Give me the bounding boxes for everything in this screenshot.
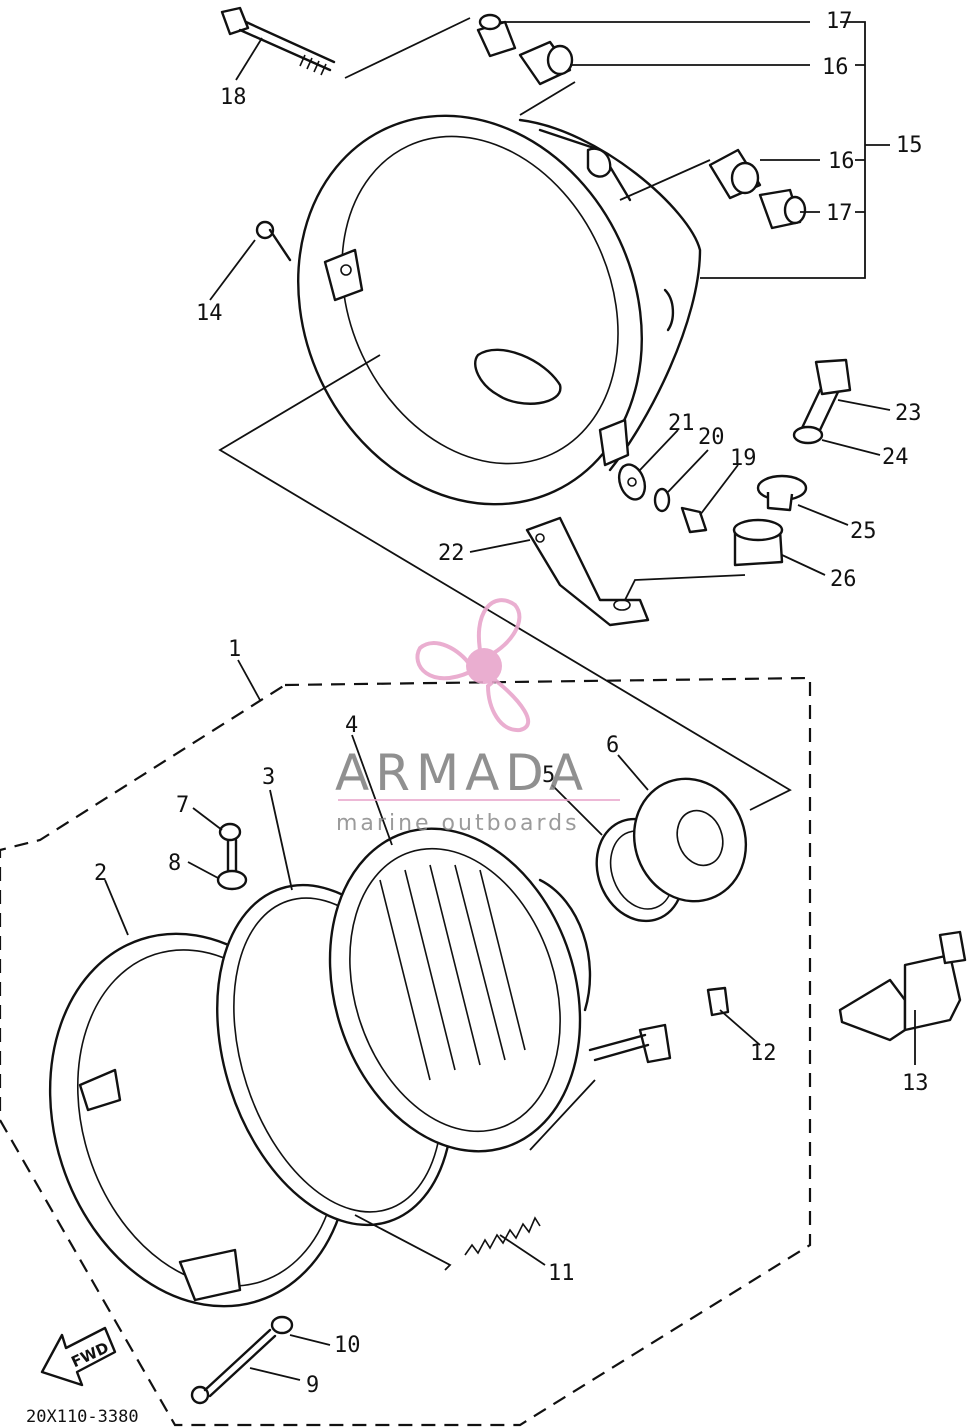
callout-26: 26	[830, 567, 857, 592]
callout-7: 7	[176, 793, 189, 818]
callout-6: 6	[606, 733, 619, 758]
washer-21	[617, 463, 647, 501]
fwd-arrow-icon: FWD	[40, 1326, 117, 1387]
collar-17-side	[758, 188, 807, 230]
washer-24	[792, 425, 824, 445]
callout-22: 22	[438, 541, 465, 566]
adjuster-12	[588, 986, 730, 1064]
callout-5: 5	[542, 763, 555, 788]
callout-2: 2	[94, 861, 107, 886]
damper-26	[732, 518, 784, 567]
washer-20	[653, 487, 671, 513]
nut-8	[216, 869, 248, 891]
callout-16: 16	[828, 149, 855, 174]
headlight-shell	[297, 114, 702, 506]
screw-7	[218, 822, 242, 872]
callout-20: 20	[698, 425, 725, 450]
callout-16: 16	[822, 55, 849, 80]
watermark-brand: ARMADA	[335, 744, 589, 802]
callout-13: 13	[902, 1071, 929, 1096]
nut-10	[270, 1315, 294, 1335]
bolt-23	[800, 358, 852, 432]
callout-4: 4	[345, 713, 358, 738]
callout-18: 18	[220, 85, 247, 110]
callout-1: 1	[228, 637, 241, 662]
callout-9: 9	[306, 1373, 319, 1398]
spring-11	[464, 1216, 541, 1256]
callout-8: 8	[168, 851, 181, 876]
callout-labels: 17 16 16 17 15 18 14 21 20 19 23 24 25 2…	[26, 9, 929, 1427]
lens-4	[328, 827, 592, 1153]
watermark-tagline: marine outboards	[336, 811, 580, 836]
callout-15: 15	[896, 133, 923, 158]
cover-6	[632, 777, 748, 903]
callout-3: 3	[262, 765, 275, 790]
screw-14	[255, 220, 292, 262]
callout-10: 10	[334, 1333, 361, 1358]
callout-24: 24	[882, 445, 909, 470]
watermark: ARMADA marine outboards	[335, 598, 620, 836]
callout-17: 17	[826, 201, 853, 226]
callout-21: 21	[668, 411, 695, 436]
collar-17-top	[476, 13, 517, 58]
callout-25: 25	[850, 519, 877, 544]
callout-17: 17	[826, 9, 853, 34]
callout-12: 12	[750, 1041, 777, 1066]
bolt-18	[220, 6, 336, 76]
bushing-16-top	[518, 40, 574, 86]
callout-19: 19	[730, 446, 757, 471]
callout-14: 14	[196, 301, 223, 326]
bushing-16-side	[708, 148, 762, 200]
leader-lines	[104, 17, 916, 1381]
damper-25	[756, 474, 808, 512]
assy-boundary	[0, 676, 812, 1427]
drawing-code: 20X110-3380	[26, 1407, 139, 1427]
bulb-13	[838, 930, 967, 1042]
screw-9	[190, 1328, 277, 1405]
propeller-icon	[415, 598, 531, 733]
callout-11: 11	[548, 1261, 575, 1286]
callout-23: 23	[895, 401, 922, 426]
bracket-22	[525, 516, 650, 627]
